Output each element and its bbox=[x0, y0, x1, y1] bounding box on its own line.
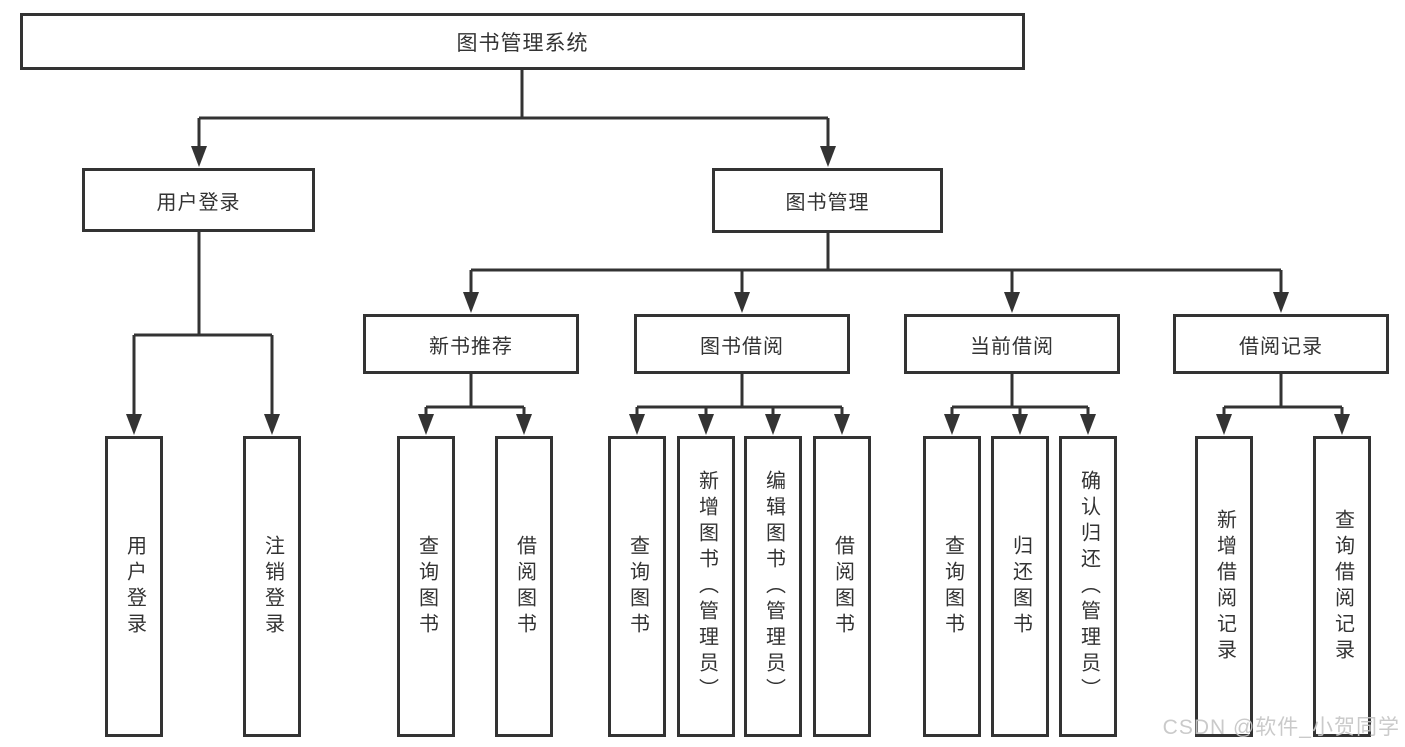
node-current-borrowing: 当前借阅 bbox=[904, 314, 1120, 374]
leaf-user-login: 用户登录 bbox=[105, 436, 163, 737]
leaf-bb-edit-books-admin: 编辑图书（管理员） bbox=[744, 436, 802, 737]
leaf-nb-query-books: 查询图书 bbox=[397, 436, 455, 737]
leaf-cb-query-books: 查询图书 bbox=[923, 436, 981, 737]
node-new-book-recommendation: 新书推荐 bbox=[363, 314, 579, 374]
arrowhead-group bbox=[126, 146, 1350, 435]
leaf-cb-confirm-return-admin: 确认归还（管理员） bbox=[1059, 436, 1117, 737]
leaf-nb-borrow-books: 借阅图书 bbox=[495, 436, 553, 737]
node-user-login: 用户登录 bbox=[82, 168, 315, 232]
csdn-watermark: CSDN @软件_小贺同学 bbox=[1162, 716, 1400, 739]
leaf-bb-add-books-admin: 新增图书（管理员） bbox=[677, 436, 735, 737]
node-book-management: 图书管理 bbox=[712, 168, 943, 233]
leaf-br-add-borrow-record: 新增借阅记录 bbox=[1195, 436, 1253, 737]
node-book-borrowing: 图书借阅 bbox=[634, 314, 850, 374]
leaf-cb-return-books: 归还图书 bbox=[991, 436, 1049, 737]
node-borrowing-records: 借阅记录 bbox=[1173, 314, 1389, 374]
leaf-logout: 注销登录 bbox=[243, 436, 301, 737]
node-library-management-system: 图书管理系统 bbox=[20, 13, 1025, 70]
leaf-br-query-borrow-record: 查询借阅记录 bbox=[1313, 436, 1371, 737]
leaf-bb-borrow-books: 借阅图书 bbox=[813, 436, 871, 737]
leaf-bb-query-books: 查询图书 bbox=[608, 436, 666, 737]
